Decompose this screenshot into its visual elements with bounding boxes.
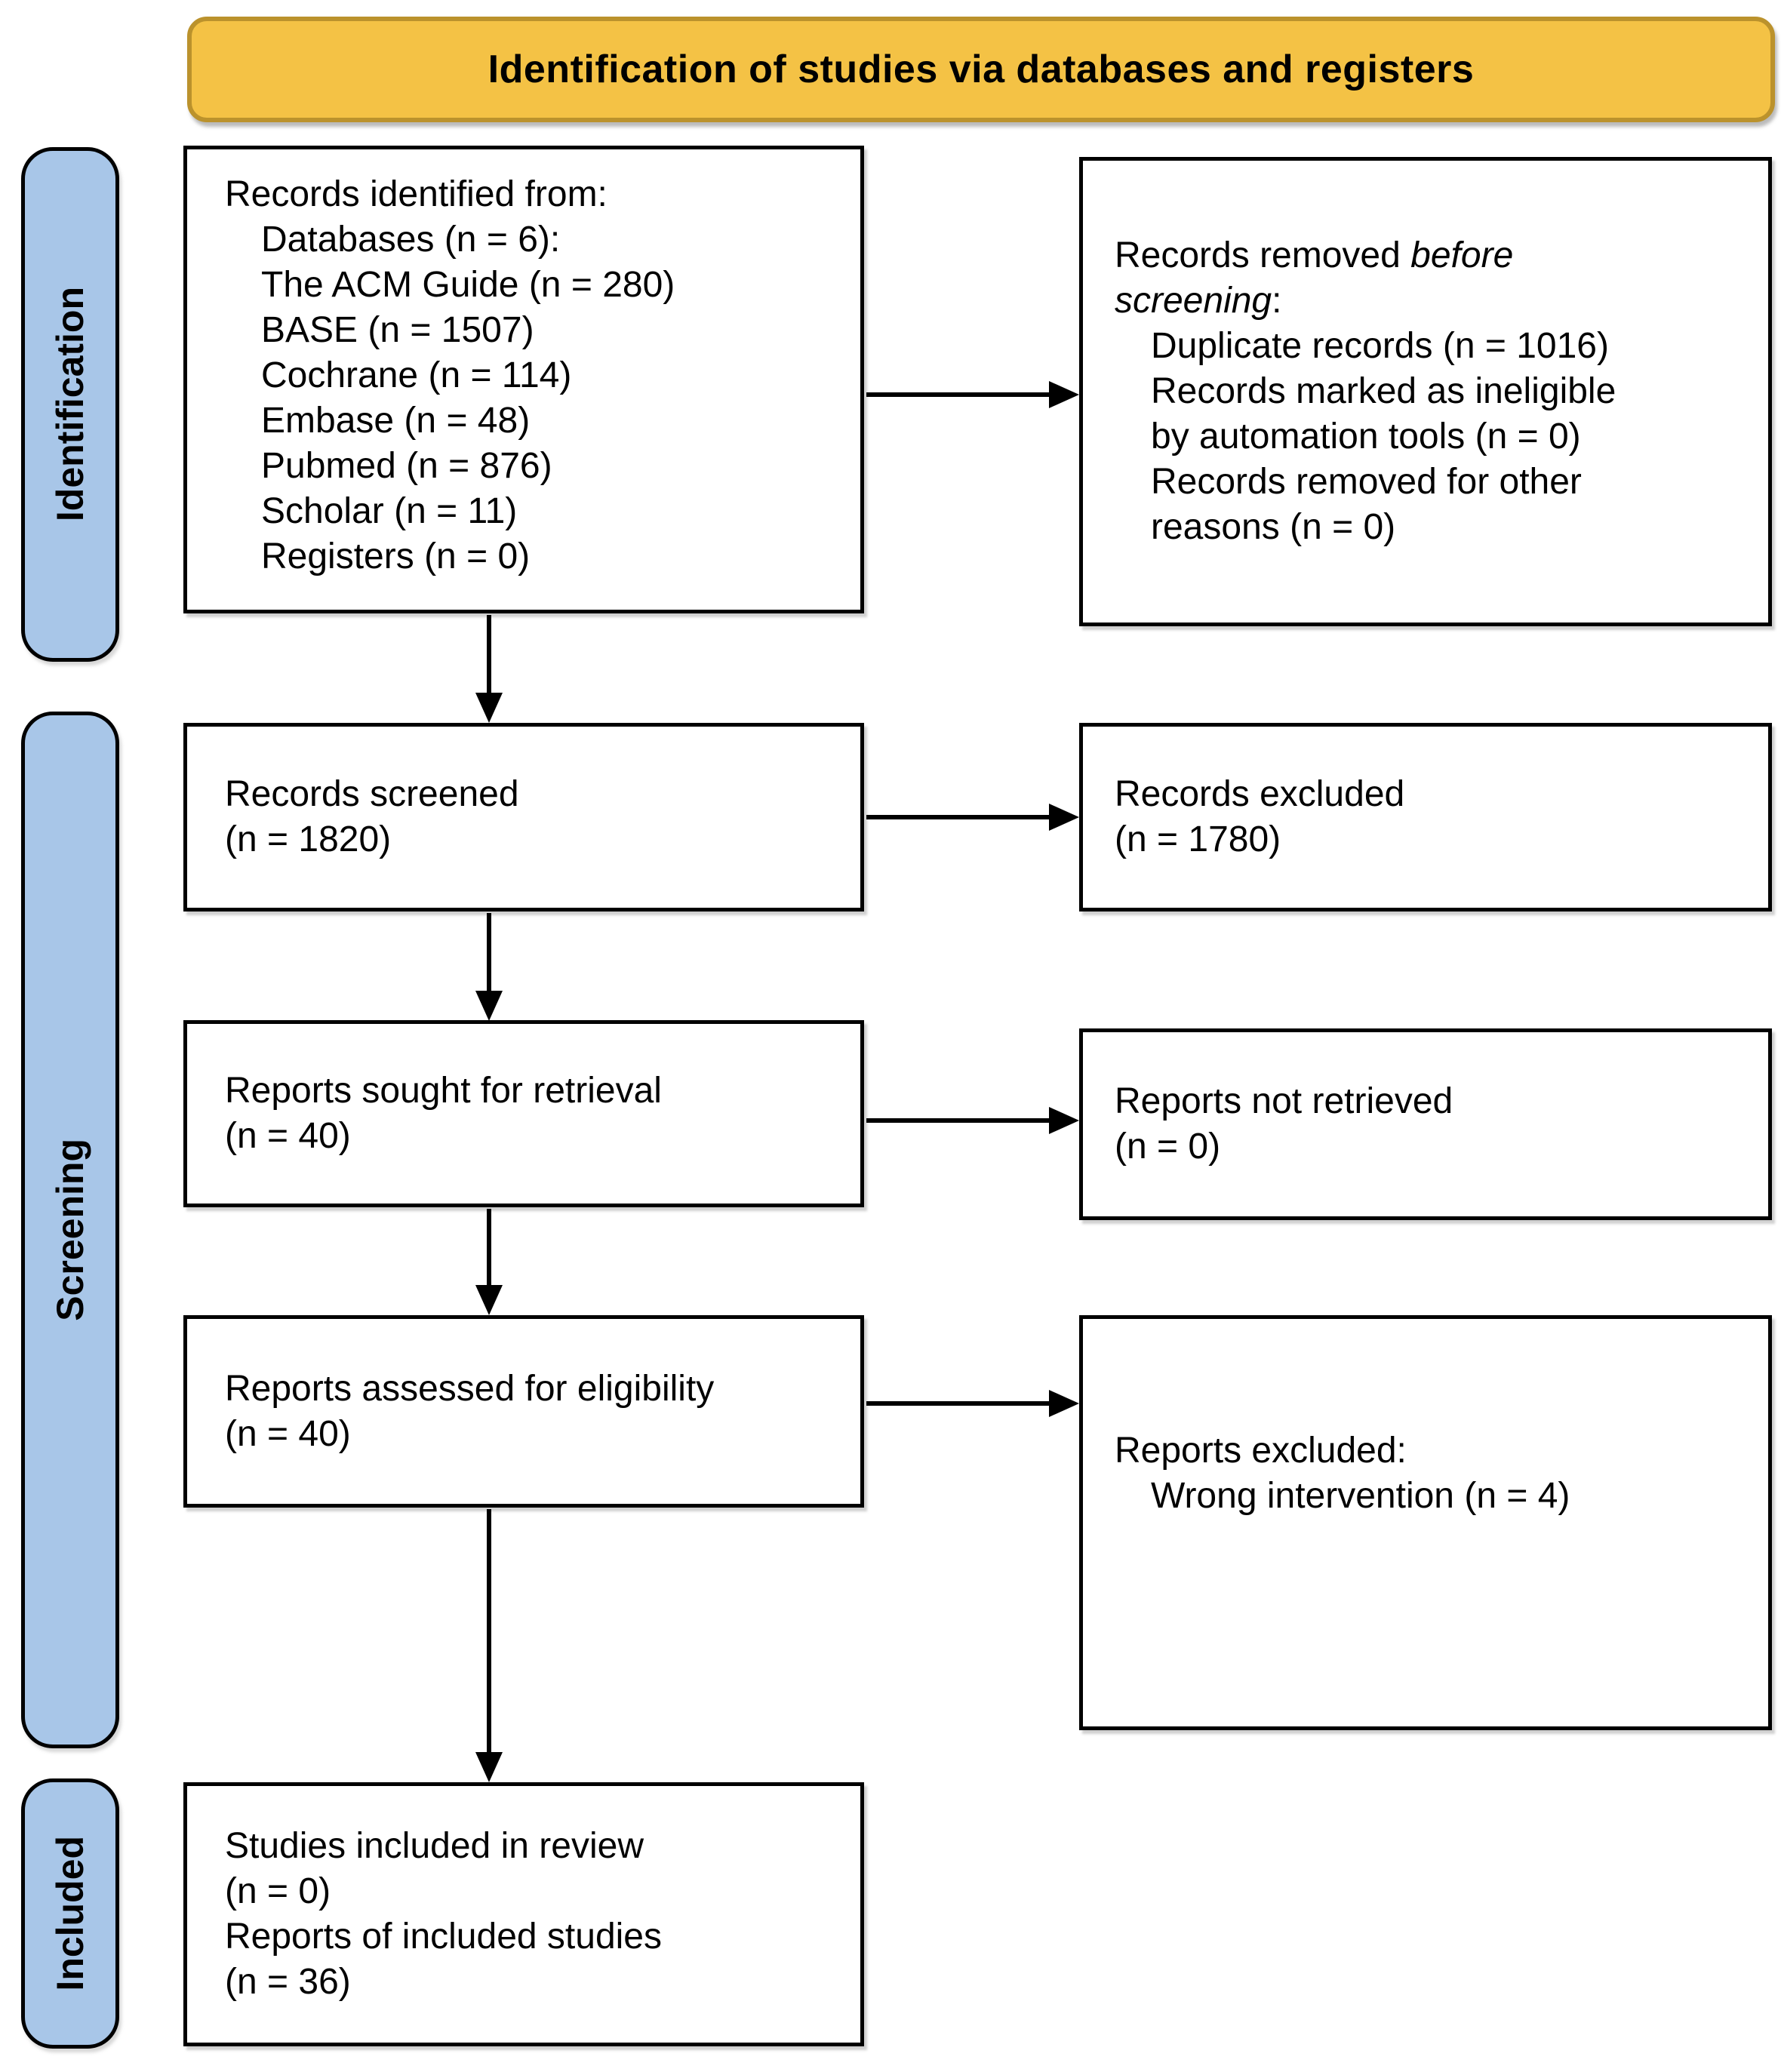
arrow-head [1049, 1107, 1079, 1134]
arrow-identified-to-screened [475, 615, 503, 723]
box-records-screened: Records screened (n = 1820) [183, 723, 864, 911]
arrow-line [487, 1509, 491, 1754]
box-reports-not-retrieved: Reports not retrieved (n = 0) [1079, 1028, 1772, 1220]
arrow-head [475, 991, 503, 1021]
list-item: Cochrane (n = 114) [261, 355, 572, 395]
box-text: Reports sought for retrieval (n = 40) [225, 1071, 662, 1156]
arrow-identified-to-removed [866, 381, 1079, 408]
banner-identification-via-databases: Identification of studies via databases … [187, 17, 1775, 122]
list-item: Embase (n = 48) [261, 401, 531, 441]
arrow-head [475, 693, 503, 723]
list-item: Databases (n = 6): [261, 220, 561, 260]
arrow-line [487, 913, 491, 992]
arrow-head [1049, 381, 1079, 408]
arrow-head [475, 1285, 503, 1315]
box-text: Reports not retrieved (n = 0) [1115, 1081, 1453, 1167]
arrow-head [475, 1752, 503, 1782]
heading-italic-part: before screening [1115, 235, 1514, 321]
box-heading: Records removed before screening: [1115, 233, 1746, 324]
banner-title: Identification of studies via databases … [488, 48, 1475, 91]
box-text: Records excluded (n = 1780) [1115, 774, 1405, 859]
box-text: Records screened (n = 1820) [225, 774, 519, 859]
arrow-line [866, 1118, 1050, 1123]
arrow-line [487, 615, 491, 694]
list-item: Records removed for other reasons (n = 0… [1151, 462, 1582, 547]
arrow-assessed-to-excluded [866, 1390, 1079, 1417]
list-item: Wrong intervention (n = 4) [1151, 1476, 1570, 1516]
arrow-sought-to-not-retrieved [866, 1107, 1079, 1134]
arrow-head [1049, 1390, 1079, 1417]
box-records-removed-before-screening: Records removed before screening: Duplic… [1079, 157, 1772, 626]
arrow-sought-to-assessed [475, 1209, 503, 1315]
stage-label-identification: Identification [21, 147, 119, 662]
arrow-line [866, 815, 1050, 819]
arrow-screened-to-sought [475, 913, 503, 1021]
box-reports-sought-for-retrieval: Reports sought for retrieval (n = 40) [183, 1020, 864, 1207]
box-heading: Records identified from: [225, 174, 608, 214]
box-text: Studies included in review (n = 0) Repor… [225, 1826, 662, 2002]
list-item: Records marked as ineligible by automati… [1151, 371, 1616, 457]
list-item: Pubmed (n = 876) [261, 446, 552, 486]
stage-label-included: Included [21, 1778, 119, 2049]
box-heading: Reports excluded: [1115, 1431, 1407, 1471]
arrow-line [866, 392, 1050, 397]
box-reports-excluded: Reports excluded: Wrong intervention (n … [1079, 1315, 1772, 1730]
stage-label-screening-text: Screening [49, 1139, 91, 1321]
stage-label-screening: Screening [21, 712, 119, 1748]
box-records-identified: Records identified from: Databases (n = … [183, 146, 864, 613]
arrow-line [866, 1401, 1050, 1406]
arrow-assessed-to-included [475, 1509, 503, 1782]
list-item: Registers (n = 0) [261, 536, 531, 576]
arrow-line [487, 1209, 491, 1287]
stage-label-included-text: Included [49, 1836, 91, 1991]
stage-label-identification-text: Identification [49, 287, 91, 522]
list-item: Duplicate records (n = 1016) [1151, 326, 1609, 366]
heading-normal-part: Records removed [1115, 235, 1411, 275]
arrow-screened-to-excluded [866, 804, 1079, 831]
box-text: Reports assessed for eligibility (n = 40… [225, 1368, 715, 1454]
box-reports-assessed-for-eligibility: Reports assessed for eligibility (n = 40… [183, 1315, 864, 1508]
box-studies-included-in-review: Studies included in review (n = 0) Repor… [183, 1782, 864, 2046]
list-item: BASE (n = 1507) [261, 310, 534, 350]
list-item: Scholar (n = 11) [261, 491, 518, 531]
heading-suffix: : [1272, 281, 1282, 321]
box-records-excluded: Records excluded (n = 1780) [1079, 723, 1772, 911]
arrow-head [1049, 804, 1079, 831]
list-item: The ACM Guide (n = 280) [261, 265, 675, 305]
